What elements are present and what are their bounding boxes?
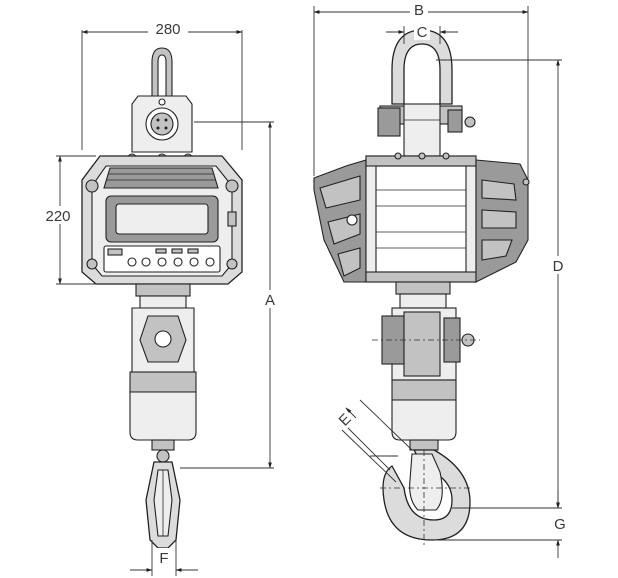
side-dimensions: B C D G E — [313, 1, 570, 558]
dim-280-label: 280 — [155, 21, 180, 38]
dim-F-label: F — [159, 550, 168, 567]
dim-B-label: B — [414, 2, 424, 19]
front-view — [81, 47, 243, 549]
dim-G-label: G — [554, 516, 566, 533]
dim-D-label: D — [553, 258, 564, 275]
dim-220-label: 220 — [45, 208, 70, 225]
front-dimensions: 280 220 A F — [38, 20, 278, 576]
dim-C-label: C — [417, 24, 428, 41]
dim-A-label: A — [265, 292, 275, 309]
side-view — [313, 29, 530, 545]
